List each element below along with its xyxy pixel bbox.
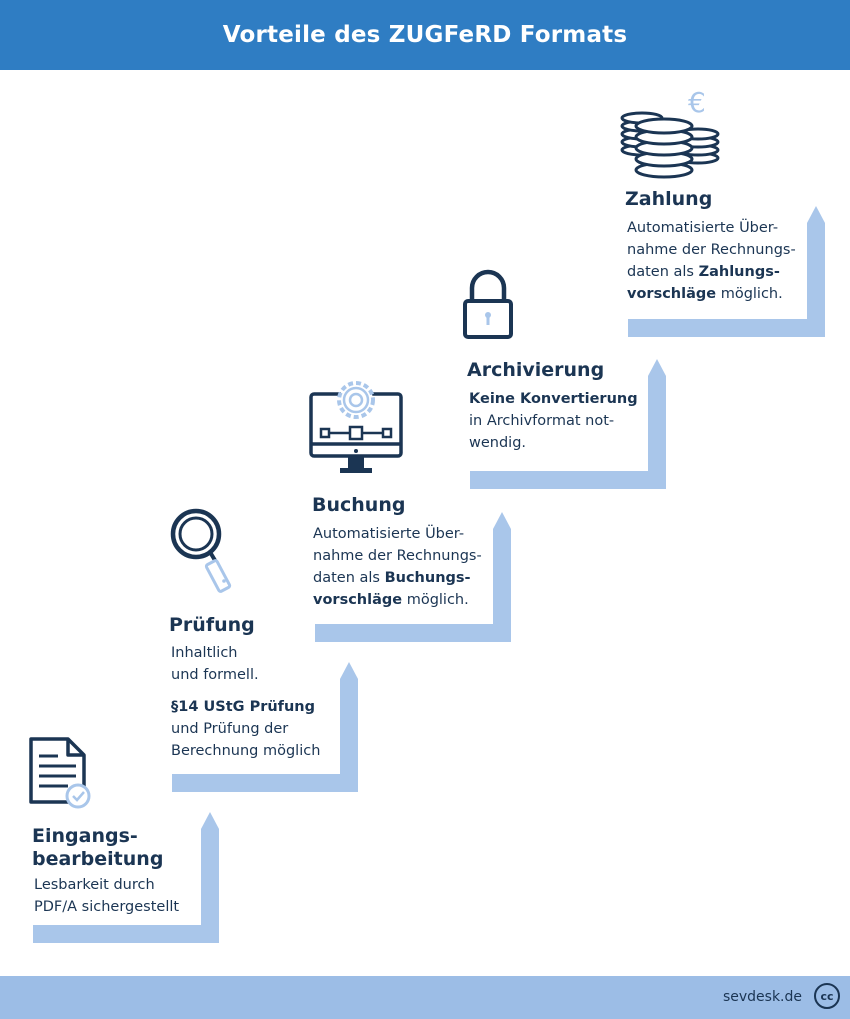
arrow-step-4 <box>470 359 666 489</box>
brand-link[interactable]: sevdesk.de <box>722 989 802 1005</box>
step-4-title: Archivierung <box>467 359 605 381</box>
step-2-text-a: Inhaltlich und formell. <box>171 645 259 683</box>
step-2-title: Prüfung <box>169 614 255 636</box>
step-3-text: Automatisierte Über- nahme der Rechnungs… <box>313 526 482 608</box>
step-5-text: Automatisierte Über- nahme der Rechnungs… <box>627 220 796 302</box>
monitor-gear-icon <box>309 381 403 473</box>
step-2-text-b: §14 UStG Prüfung und Prüfung der Berechn… <box>171 699 321 759</box>
arrow-step-5 <box>628 206 825 337</box>
step-1-title: Eingangs- bearbeitung <box>32 825 164 870</box>
step-3-title: Buchung <box>312 494 406 516</box>
magnifier-icon <box>170 508 232 593</box>
arrow-step-2 <box>172 662 358 792</box>
arrow-step-3 <box>315 512 511 642</box>
footer-bar: sevdesk.de cc <box>0 976 850 1019</box>
gear-icon <box>337 381 375 419</box>
arrow-step-1 <box>33 812 219 943</box>
step-4-text: Keine Konvertierung in Archivformat not-… <box>469 391 638 451</box>
header-bar: Vorteile des ZUGFeRD Formats <box>0 0 850 70</box>
creative-commons-icon: cc <box>814 983 840 1009</box>
step-5-title: Zahlung <box>625 188 713 210</box>
coins-euro-icon <box>620 111 720 179</box>
euro-icon: € <box>688 86 706 119</box>
page-title: Vorteile des ZUGFeRD Formats <box>222 22 628 48</box>
padlock-icon <box>463 269 513 339</box>
document-check-icon <box>29 737 91 809</box>
step-1-text: Lesbarkeit durch PDF/A sichergestellt <box>34 877 180 915</box>
